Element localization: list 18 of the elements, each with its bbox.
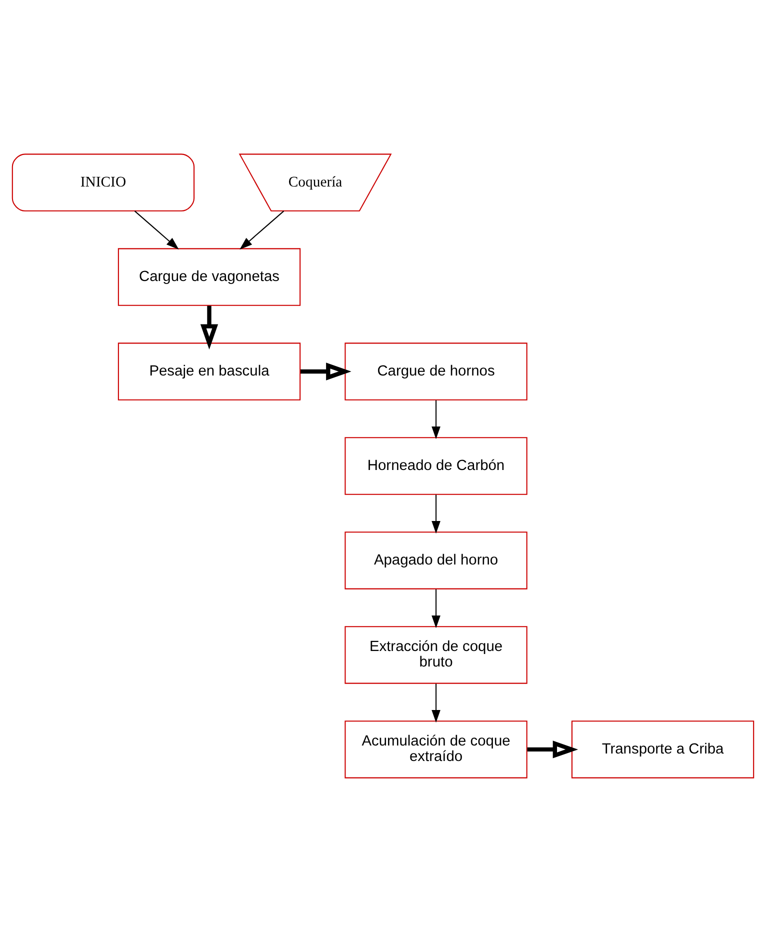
- node-box: INICIO: [12, 154, 195, 212]
- node-box: Horneado de Carbón: [344, 437, 528, 495]
- arrow: [432, 589, 440, 628]
- arrow: [432, 400, 440, 440]
- arrow: [134, 210, 179, 250]
- arrow: [300, 362, 352, 380]
- node-box: Apagado del horno: [344, 532, 528, 590]
- arrow: [527, 740, 578, 758]
- node-box: Cargue de hornos: [344, 342, 528, 400]
- node-box: Transporte a Criba: [571, 720, 754, 778]
- node-box: Extracción de coque bruto: [344, 626, 528, 684]
- node-box: Cargue de vagonetas: [118, 248, 301, 306]
- arrow: [200, 306, 218, 350]
- node-box: Pesaje en bascula: [118, 342, 301, 400]
- arrow: [432, 494, 440, 534]
- arrow: [432, 684, 440, 723]
- arrow: [240, 210, 284, 250]
- node-box: Acumulación de coque extraído: [344, 720, 528, 778]
